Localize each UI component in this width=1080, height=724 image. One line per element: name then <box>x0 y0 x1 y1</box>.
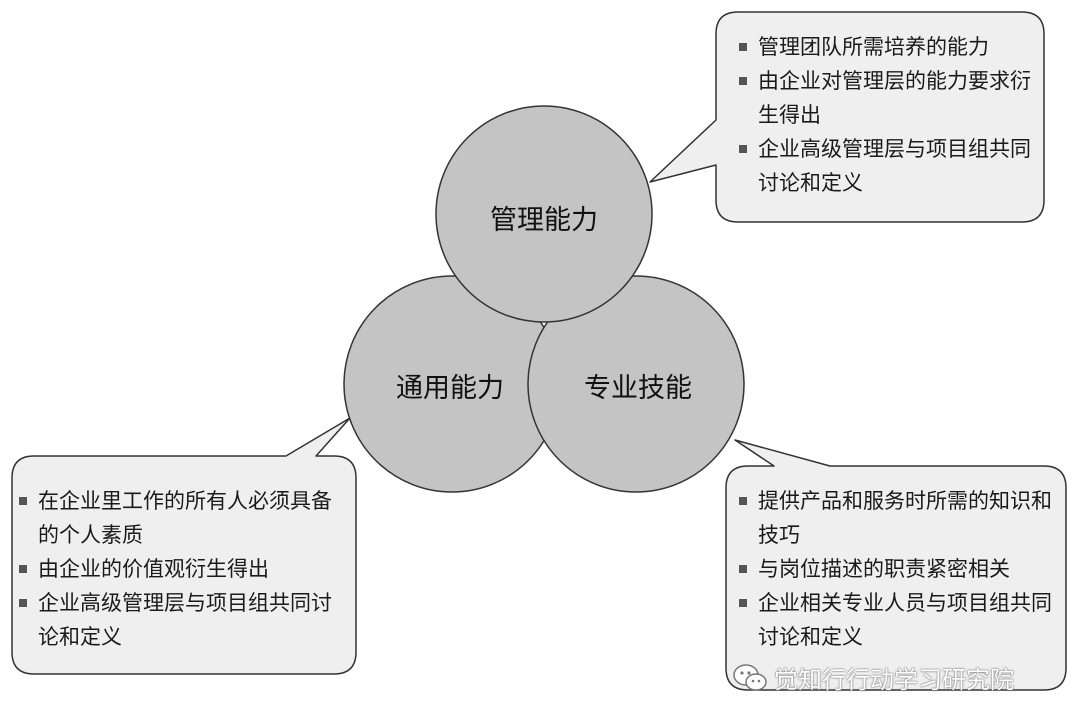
bullet-item: 企业相关专业人员与项目组共同讨论和定义 <box>736 586 1058 654</box>
bullet-item: 由企业对管理层的能力要求衍生得出 <box>736 64 1036 132</box>
wechat-icon <box>733 663 767 691</box>
bullet-item: 由企业的价值观衍生得出 <box>16 552 350 586</box>
callout-bubble-management <box>649 11 1045 223</box>
callout-text-general: 在企业里工作的所有人必须具备的个人素质 由企业的价值观衍生得出 企业高级管理层与… <box>16 484 350 654</box>
circle-label-professional: 专业技能 <box>584 373 692 404</box>
bullet-item: 企业高级管理层与项目组共同讨论和定义 <box>16 586 350 654</box>
circle-label-general: 通用能力 <box>396 373 504 404</box>
circle-professional <box>527 275 745 493</box>
bullet-item: 与岗位描述的职责紧密相关 <box>736 552 1058 586</box>
bullet-item: 企业高级管理层与项目组共同讨论和定义 <box>736 132 1036 200</box>
watermark-text: 觉知行行动学习研究院 <box>774 666 1014 694</box>
callout-bubble-general <box>11 417 357 675</box>
callout-text-management: 管理团队所需培养的能力 由企业对管理层的能力要求衍生得出 企业高级管理层与项目组… <box>736 30 1036 200</box>
circle-label-management: 管理能力 <box>490 205 598 236</box>
watermark: 觉知行行动学习研究院 <box>732 660 1014 695</box>
bullet-item: 提供产品和服务时所需的知识和技巧 <box>736 484 1058 552</box>
callout-bubble-professional <box>725 439 1067 691</box>
circle-management <box>435 105 653 323</box>
callout-text-professional: 提供产品和服务时所需的知识和技巧 与岗位描述的职责紧密相关 企业相关专业人员与项… <box>736 484 1058 654</box>
bullet-item: 在企业里工作的所有人必须具备的个人素质 <box>16 484 350 552</box>
bullet-item: 管理团队所需培养的能力 <box>736 30 1036 64</box>
